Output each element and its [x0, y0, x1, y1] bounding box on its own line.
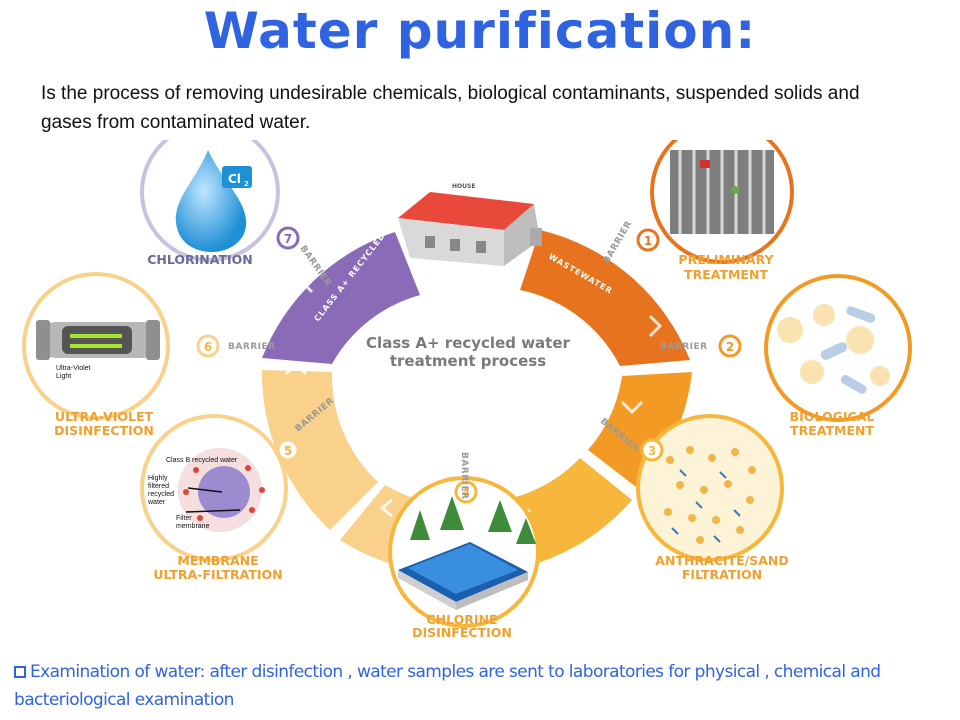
step-6-label-line2: DISINFECTION: [54, 423, 154, 438]
step-6-number: 6: [204, 340, 212, 354]
footnote-text: Examination of water: after disinfection…: [14, 662, 881, 710]
step-7-number-badge: [276, 226, 300, 250]
step-2-number-badge: [718, 334, 742, 358]
step-4-number-badge: [454, 480, 478, 504]
membrane-filtered-label-3: recycled: [148, 491, 174, 498]
step-6-illustration: Ultra-Violet Light: [22, 272, 170, 420]
ring-segment-orange-lower: [588, 372, 692, 490]
step-7-number: 7: [284, 232, 292, 246]
chevron-down-icon: [648, 314, 663, 338]
ring-segment-wastewater: [520, 230, 690, 366]
step-3-label-line2: FILTRATION: [682, 567, 762, 582]
step-4-label-line2: DISINFECTION: [412, 625, 512, 640]
membrane-filtered-label-2: filtered: [148, 483, 169, 490]
center-title-line2: treatment process: [390, 352, 546, 370]
ring-segment-class-a: [262, 232, 420, 364]
step-3-illustration: [636, 414, 784, 562]
barrier-label-4: BARRIER: [459, 452, 469, 500]
cl2-subscript: 2: [244, 180, 249, 188]
step-1-number: 1: [644, 234, 652, 248]
barrier-label-2: BARRIER: [660, 342, 708, 352]
ring-label-class-b: CLASS B RECYCLED WATER: [371, 403, 509, 455]
chevron-up-icon: [284, 361, 308, 376]
uv-light-label: Ultra-Violet: [56, 365, 91, 372]
step-4-number: 4: [462, 486, 470, 500]
membrane-class-b-label: Class B recycled water: [166, 457, 238, 464]
water-drop-icon: [175, 150, 247, 252]
step-1-label-line1: PRELIMINARY: [678, 252, 774, 267]
step-2-label-line1: BIOLOGICAL: [790, 409, 875, 424]
treatment-process-diagram: WASTEWATER CLASS A+ RECYCLED WATER CLASS…: [22, 140, 912, 640]
step-5-label-line2: ULTRA-FILTRATION: [153, 567, 282, 582]
step-7-illustration: Cl 2: [140, 140, 280, 262]
step-4-illustration: [388, 476, 540, 628]
step-5-illustration: Class B recycled water Highly filtered r…: [140, 414, 288, 562]
step-3-label-line1: ANTHRACITE/SAND: [655, 553, 788, 568]
house-icon: [398, 192, 542, 266]
membrane-filter-label-1: Filter: [176, 515, 192, 522]
step-1-number-badge: [636, 228, 660, 252]
house-label: HOUSE: [452, 183, 475, 190]
chevron-left-icon: [379, 498, 393, 518]
checkbox-bullet-icon: [14, 666, 26, 678]
footnote: Examination of water: after disinfection…: [14, 658, 944, 714]
step-5-label-line1: MEMBRANE: [177, 553, 258, 568]
membrane-filtered-label-1: Highly: [148, 475, 168, 482]
membrane-filtered-label-4: water: [147, 499, 166, 506]
definition-text: Is the process of removing undesirable c…: [41, 83, 860, 133]
step-4-label-line1: CHLORINE: [426, 612, 497, 627]
step-3-number: 3: [648, 444, 656, 458]
uv-light-label-2: Light: [56, 373, 71, 380]
step-1-label-line2: TREATMENT: [684, 267, 768, 282]
step-6-number-badge: [196, 334, 220, 358]
step-2-label-line2: TREATMENT: [790, 423, 874, 438]
step-3-number-badge: [640, 438, 664, 462]
barrier-label-6: BARRIER: [228, 342, 276, 352]
barrier-label-1: BARRIER: [602, 219, 634, 265]
chevron-up-icon: [290, 279, 314, 294]
cl2-symbol: Cl: [228, 172, 241, 186]
chevron-down-icon: [620, 400, 644, 415]
step-5-number-badge: [276, 438, 300, 462]
step-2-number: 2: [726, 340, 734, 354]
page-title: Water purification:: [203, 2, 757, 60]
ring-segment-light-left: [261, 370, 378, 530]
membrane-filter-label-2: membrane: [176, 523, 210, 530]
step-6-label-line1: ULTRA-VIOLET: [55, 409, 154, 424]
step-5-number: 5: [284, 444, 292, 458]
step-1-illustration: [650, 140, 794, 264]
step-2-illustration: [764, 274, 912, 422]
center-title-line1: Class A+ recycled water: [366, 334, 570, 352]
step-7-label-line1: CHLORINATION: [147, 252, 253, 267]
